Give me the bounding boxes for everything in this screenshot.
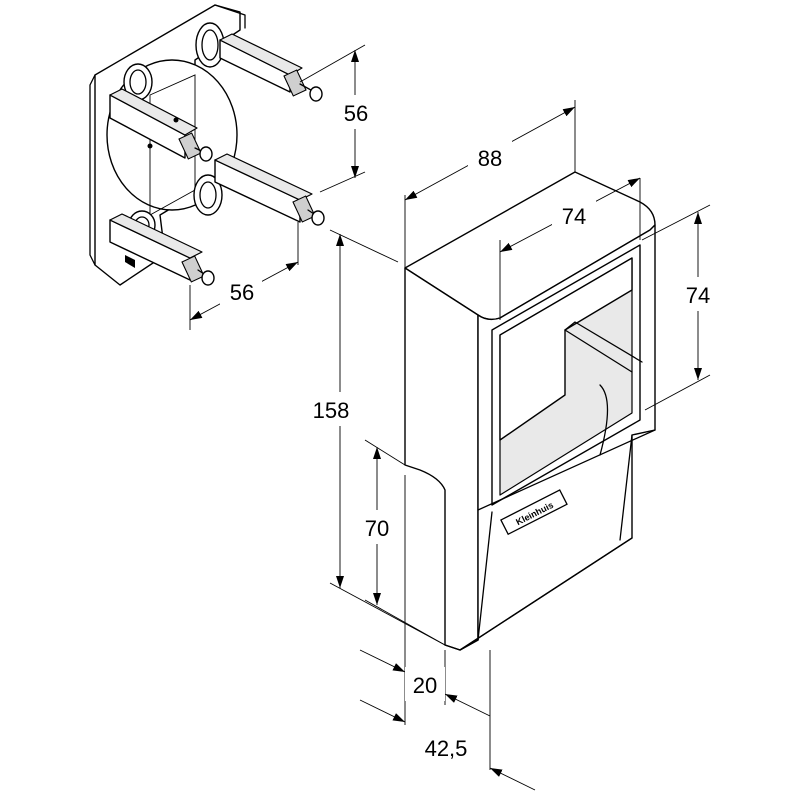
dim-total-depth: 42,5 [359,650,536,791]
dim-text-lower-height: 70 [365,516,389,541]
dim-text-total-depth: 42,5 [425,736,468,761]
dim-text-base-depth: 20 [413,673,437,698]
dim-text-opening-height: 74 [686,283,710,308]
mounting-plate-assembly [89,4,325,286]
dim-plate-height: 56 [299,44,377,193]
body-left-face [404,267,479,651]
slot-hole-left [123,63,153,101]
slot-hole-top [195,22,225,68]
spacer-bolt-2 [109,88,213,162]
dim-body-width: 88 [404,100,576,268]
cable-outlet-body: Kleinhuis [404,171,656,651]
slot-hole-middle [193,174,223,216]
dim-total-height: 158 [300,229,446,646]
dim-opening-height: 74 [641,204,720,411]
dim-text-total-height: 158 [313,398,350,423]
dim-text-opening-width: 74 [562,204,586,229]
dim-lower-height: 70 [355,439,446,646]
spacer-bolt-3 [214,153,325,226]
dim-text-plate-height: 56 [344,101,368,126]
spacer-bolt-1 [219,33,323,102]
dim-base-depth: 20 [359,475,491,725]
dim-text-plate-width: 56 [230,280,254,305]
dim-plate-width: 56 [189,222,299,330]
dim-opening-width: 74 [499,177,641,320]
dim-text-body-width: 88 [478,146,502,171]
